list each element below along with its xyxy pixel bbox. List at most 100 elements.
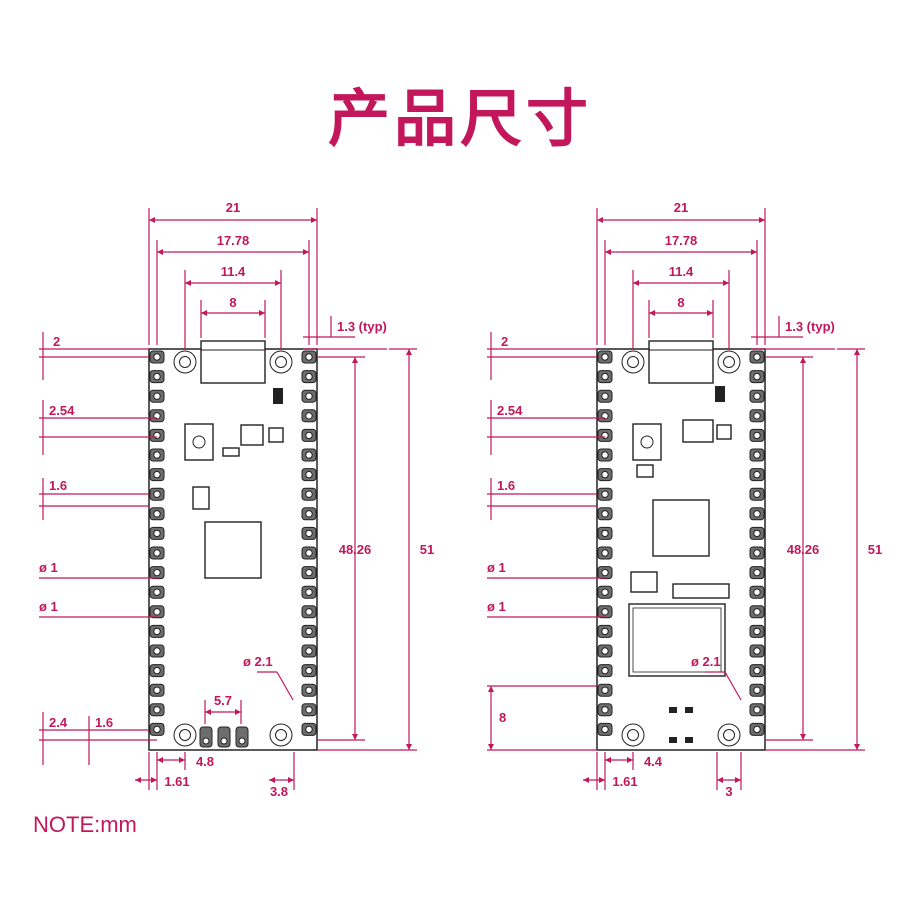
arrowhead	[488, 686, 494, 692]
dim-width: 21	[674, 200, 688, 215]
pin-hole	[153, 666, 161, 675]
inductor	[716, 424, 732, 440]
arrowhead	[406, 744, 412, 750]
dim-pin-row-length: 48.26	[339, 542, 372, 557]
dim-pin-row-length: 48.26	[787, 542, 820, 557]
dimension-line	[724, 671, 742, 701]
pin-hole	[601, 588, 609, 596]
dim-pin-hole-1: ø 1	[487, 560, 506, 575]
capacitor	[222, 447, 240, 457]
pin-hole	[153, 706, 161, 714]
crystal	[630, 571, 658, 593]
pin-hole	[305, 568, 313, 577]
pin-hole	[153, 431, 161, 440]
regulator	[240, 424, 264, 446]
dim-top-margin: 2	[501, 334, 508, 349]
dim-hole-height: 8	[499, 710, 506, 725]
arrowhead	[605, 249, 611, 255]
pin-hole	[753, 588, 761, 596]
pin-hole	[153, 372, 161, 381]
dim-pin-span: 17.78	[217, 233, 250, 248]
pin-hole	[753, 647, 761, 655]
arrowhead	[605, 757, 611, 763]
main-chip	[652, 499, 710, 557]
dim-hole-span: 11.4	[669, 264, 694, 279]
arrowhead	[723, 280, 729, 286]
dim-width: 21	[226, 200, 240, 215]
pin-hole	[753, 568, 761, 577]
arrowhead	[599, 777, 605, 783]
dim-bottom-pad: 1.6	[95, 715, 113, 730]
swd-hole	[202, 737, 210, 745]
arrowhead	[235, 709, 241, 715]
arrowhead	[151, 777, 157, 783]
pin-hole	[601, 608, 609, 616]
pin-hole	[305, 470, 313, 479]
pin-hole	[305, 392, 313, 400]
pin-hole	[305, 490, 313, 498]
arrowhead	[311, 217, 317, 223]
dim-pin-hole-2: ø 1	[487, 599, 506, 614]
arrowhead	[205, 709, 211, 715]
pin-hole	[305, 608, 313, 616]
pin-hole	[601, 510, 609, 518]
pin-hole	[153, 529, 161, 538]
arrowhead	[201, 310, 207, 316]
mounting-hole-inner	[179, 356, 191, 368]
dim-pin-pitch: 2.54	[497, 403, 523, 418]
swd-hole	[238, 737, 246, 745]
pin-hole	[601, 725, 609, 734]
dim-hole-span: 11.4	[221, 264, 246, 279]
pin-hole	[305, 451, 313, 459]
pin-hole	[601, 706, 609, 714]
pin-hole	[601, 431, 609, 440]
pin-hole	[305, 706, 313, 714]
pin-hole	[601, 451, 609, 459]
pin-hole	[601, 470, 609, 479]
dim-usb-overhang: 1.3 (typ)	[785, 319, 835, 334]
arrowhead	[352, 734, 358, 740]
dim-board-length: 51	[420, 542, 434, 557]
dim-swd-width: 5.7	[214, 693, 232, 708]
arrowhead	[597, 217, 603, 223]
arrowhead	[854, 744, 860, 750]
usb-connector	[648, 340, 714, 384]
dim-pad-size: 1.6	[49, 478, 67, 493]
dim-hole-edge: 3.8	[270, 784, 288, 799]
mounting-hole-inner	[627, 356, 639, 368]
pin-hole	[753, 686, 761, 694]
dim-hole-edge: 3	[725, 784, 732, 799]
dim-board-length: 51	[868, 542, 882, 557]
usb-connector	[200, 340, 266, 384]
page-title: 产品尺寸	[327, 82, 592, 155]
arrowhead	[735, 777, 741, 783]
arrowhead	[633, 280, 639, 286]
crystal	[192, 486, 210, 510]
arrowhead	[800, 357, 806, 363]
dimension-line	[276, 671, 294, 701]
pin-hole	[305, 372, 313, 381]
arrowhead	[135, 777, 141, 783]
button-cap	[192, 435, 206, 449]
pin-hole	[753, 706, 761, 714]
test-pad	[669, 707, 677, 713]
led	[273, 388, 283, 404]
dim-pin-x-offset: 1.61	[164, 774, 189, 789]
arrowhead	[149, 217, 155, 223]
arrowhead	[157, 249, 163, 255]
arrowhead	[179, 757, 185, 763]
dim-usb-width: 8	[229, 295, 236, 310]
arrowhead	[303, 249, 309, 255]
dim-usb-width: 8	[677, 295, 684, 310]
test-pad	[685, 737, 693, 743]
capacitor	[636, 464, 654, 478]
pin-hole	[753, 608, 761, 616]
dim-top-margin: 2	[53, 334, 60, 349]
arrowhead	[488, 744, 494, 750]
pin-hole	[153, 490, 161, 498]
arrowhead	[854, 349, 860, 355]
mounting-hole-inner	[723, 356, 735, 368]
pin-hole	[305, 353, 313, 361]
